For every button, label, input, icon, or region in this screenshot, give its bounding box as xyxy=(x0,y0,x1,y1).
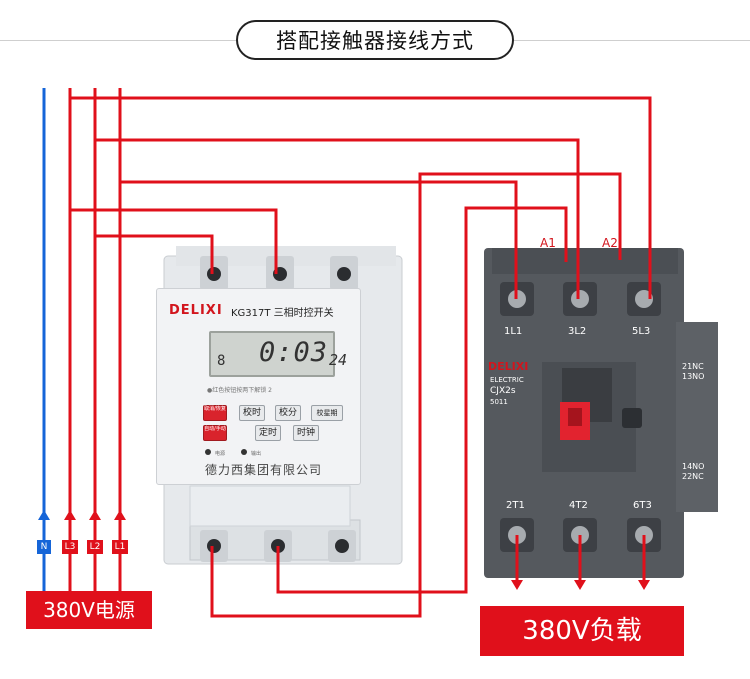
wire-l3-to-5l3 xyxy=(70,96,652,299)
l2-label-box xyxy=(87,540,103,554)
contactor-sub-brand: ELECTRIC xyxy=(490,376,524,384)
clock-button[interactable]: 时钟 xyxy=(293,425,319,441)
timing-button[interactable]: 定时 xyxy=(255,425,281,441)
coil-label-a2: A2 xyxy=(602,236,618,250)
wire-timer-out-b xyxy=(276,206,568,594)
contactor-top-screw-3 xyxy=(627,282,661,316)
timer-company-name: 德力西集团有限公司 xyxy=(205,463,323,477)
contactor-device xyxy=(484,248,718,578)
timer-top-screw-3 xyxy=(330,256,358,290)
load-arrows xyxy=(511,580,650,590)
timer-top-screw-2 xyxy=(266,256,294,290)
terminal-2t1: 2T1 xyxy=(506,500,525,511)
power-indicator-light xyxy=(205,449,211,455)
lcd-seconds: 24 xyxy=(329,351,348,369)
lcd-time: 0:03 xyxy=(259,337,329,368)
terminal-5l3: 5L3 xyxy=(632,326,651,337)
contactor-model-number: 5011 xyxy=(490,398,508,406)
diagram-title: 搭配接触器接线方式 xyxy=(236,20,514,60)
power-arrows xyxy=(37,510,128,554)
timer-hint: ●红色按钮按两下解锁 2 xyxy=(207,387,272,394)
terminal-6t3: 6T3 xyxy=(633,500,652,511)
connection-wires xyxy=(70,96,652,618)
wire-l2-to-3l2 xyxy=(95,138,580,299)
wire-l2-to-timer xyxy=(95,234,214,274)
contactor-model: CJX2s xyxy=(490,386,516,396)
power-lines xyxy=(42,88,122,594)
wire-l3-to-timer xyxy=(70,208,278,274)
wire-l1-to-a1 xyxy=(120,172,622,260)
load-tag: 380V负载 xyxy=(480,606,684,656)
output-indicator-label: 输出 xyxy=(251,451,262,457)
phase-label-l2: L2 xyxy=(89,542,101,552)
lcd-weekday: 8 xyxy=(217,353,226,369)
phase-label-l3: L3 xyxy=(64,542,76,552)
aux-label-13no: 13NO xyxy=(682,372,705,381)
timer-bottom-screw-3 xyxy=(328,530,356,562)
timer-lcd: 8 0:03 24 xyxy=(209,331,347,377)
timer-front-panel: DELIXI KG317T 三相时控开关 8 0:03 24 ●红色按钮按两下解… xyxy=(156,288,361,485)
n-label-box xyxy=(37,540,51,554)
output-indicator-light xyxy=(241,449,247,455)
set-hour-button[interactable]: 校时 xyxy=(239,405,265,421)
aux-label-22nc: 22NC xyxy=(682,472,704,481)
power-indicator-label: 电源 xyxy=(215,451,226,457)
phase-label-n: N xyxy=(40,542,48,552)
title-rule-right xyxy=(514,40,750,41)
timer-bottom-screw-1 xyxy=(200,530,228,562)
timer-brand-logo: DELIXI xyxy=(169,303,223,318)
phase-label-l1: L1 xyxy=(114,542,126,552)
set-weekday-button[interactable]: 校星期 xyxy=(311,405,343,421)
title-rule-left xyxy=(0,40,236,41)
timer-top-screw-1 xyxy=(200,256,228,290)
terminal-1l1: 1L1 xyxy=(504,326,523,337)
wire-a1-to-1l1 xyxy=(420,180,518,299)
set-minute-button[interactable]: 校分 xyxy=(275,405,301,421)
coil-label-a1: A1 xyxy=(540,236,556,250)
wire-timer-out-a xyxy=(210,182,422,618)
terminal-4t2: 4T2 xyxy=(569,500,588,511)
contactor-top-screw-2 xyxy=(563,282,597,316)
power-source-tag: 380V电源 xyxy=(26,591,152,629)
aux-label-14no: 14NO xyxy=(682,462,705,471)
aux-label-21nc: 21NC xyxy=(682,362,704,371)
contactor-brand-logo: DELIXI xyxy=(488,360,529,373)
auto-manual-button[interactable]: 自动/手动 xyxy=(203,425,227,441)
cancel-restore-button[interactable]: 取消/恢复 xyxy=(203,405,227,421)
l3-label-box xyxy=(62,540,78,554)
terminal-3l2: 3L2 xyxy=(568,326,587,337)
l1-label-box xyxy=(112,540,128,554)
timer-model: KG317T 三相时控开关 xyxy=(231,308,334,319)
